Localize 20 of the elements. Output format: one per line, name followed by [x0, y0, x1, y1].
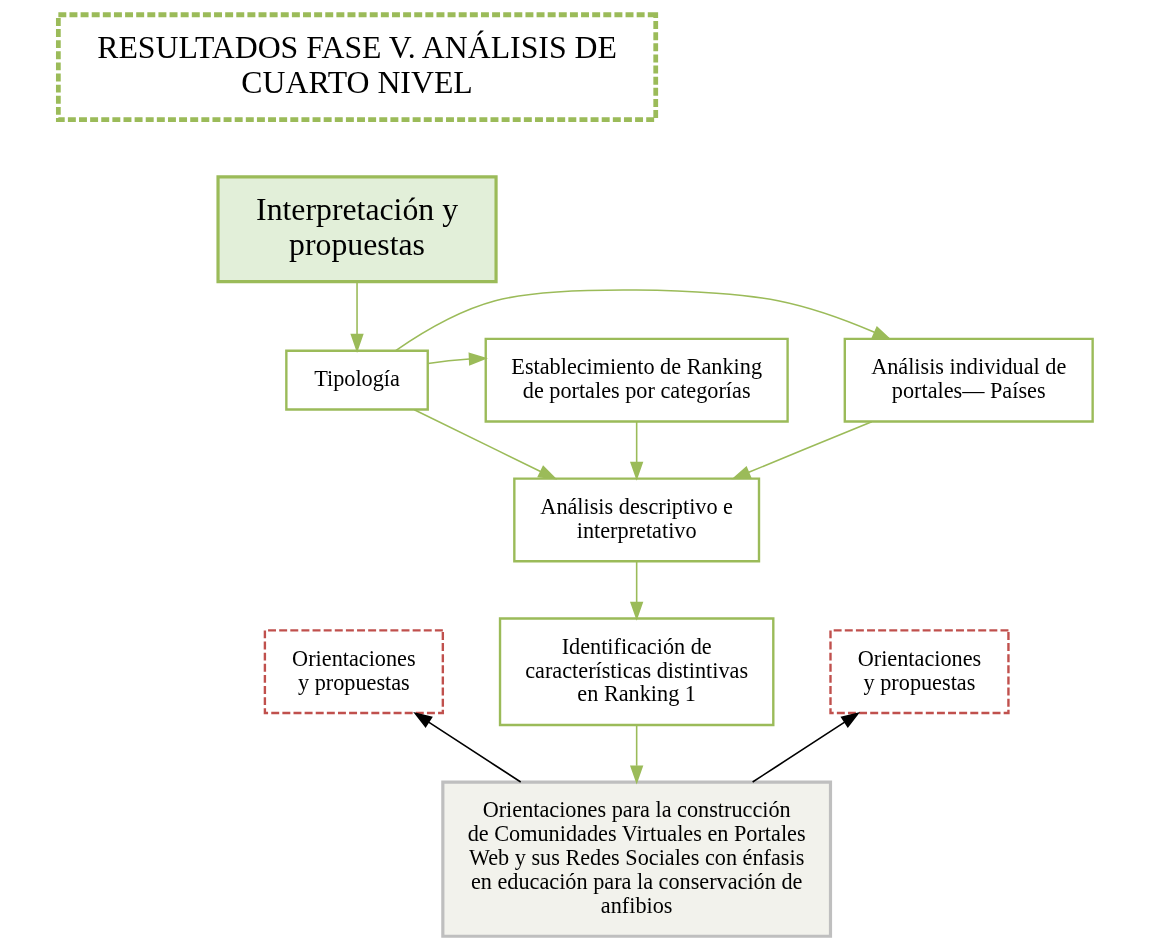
arrow	[349, 280, 364, 353]
node-box: Interpretación y propuestas	[215, 175, 498, 284]
arrow	[629, 724, 643, 785]
arrow	[751, 711, 860, 783]
node-box: Tipología	[284, 349, 429, 411]
node-box: RESULTADOS FASE V. ANÁLISIS DE CUARTO NIVEL	[55, 12, 658, 122]
arrow	[426, 352, 488, 366]
arrow	[629, 560, 643, 621]
node-box: Identificación de características distintivas en Ranking 1	[498, 617, 774, 727]
node-box: Orientaciones y propuestas	[263, 629, 444, 715]
arrow	[412, 711, 521, 783]
node-box: Establecimiento de Ranking de portales por categorías	[484, 337, 789, 423]
arrow	[413, 408, 557, 480]
node-box: Análisis descriptivo e interpretativo	[512, 477, 760, 563]
node-box: Orientaciones y propuestas	[828, 629, 1010, 715]
arrow	[394, 289, 891, 352]
node-box: Análisis individual de portales— Países	[843, 337, 1094, 423]
arrow	[629, 421, 643, 481]
arrow	[731, 420, 873, 480]
node-box: Orientaciones para la construcción de Comunidades Virtuales en Portales Web y sus Redes Sociales con énfasis en educación para la conservación de anfibios	[440, 780, 832, 938]
